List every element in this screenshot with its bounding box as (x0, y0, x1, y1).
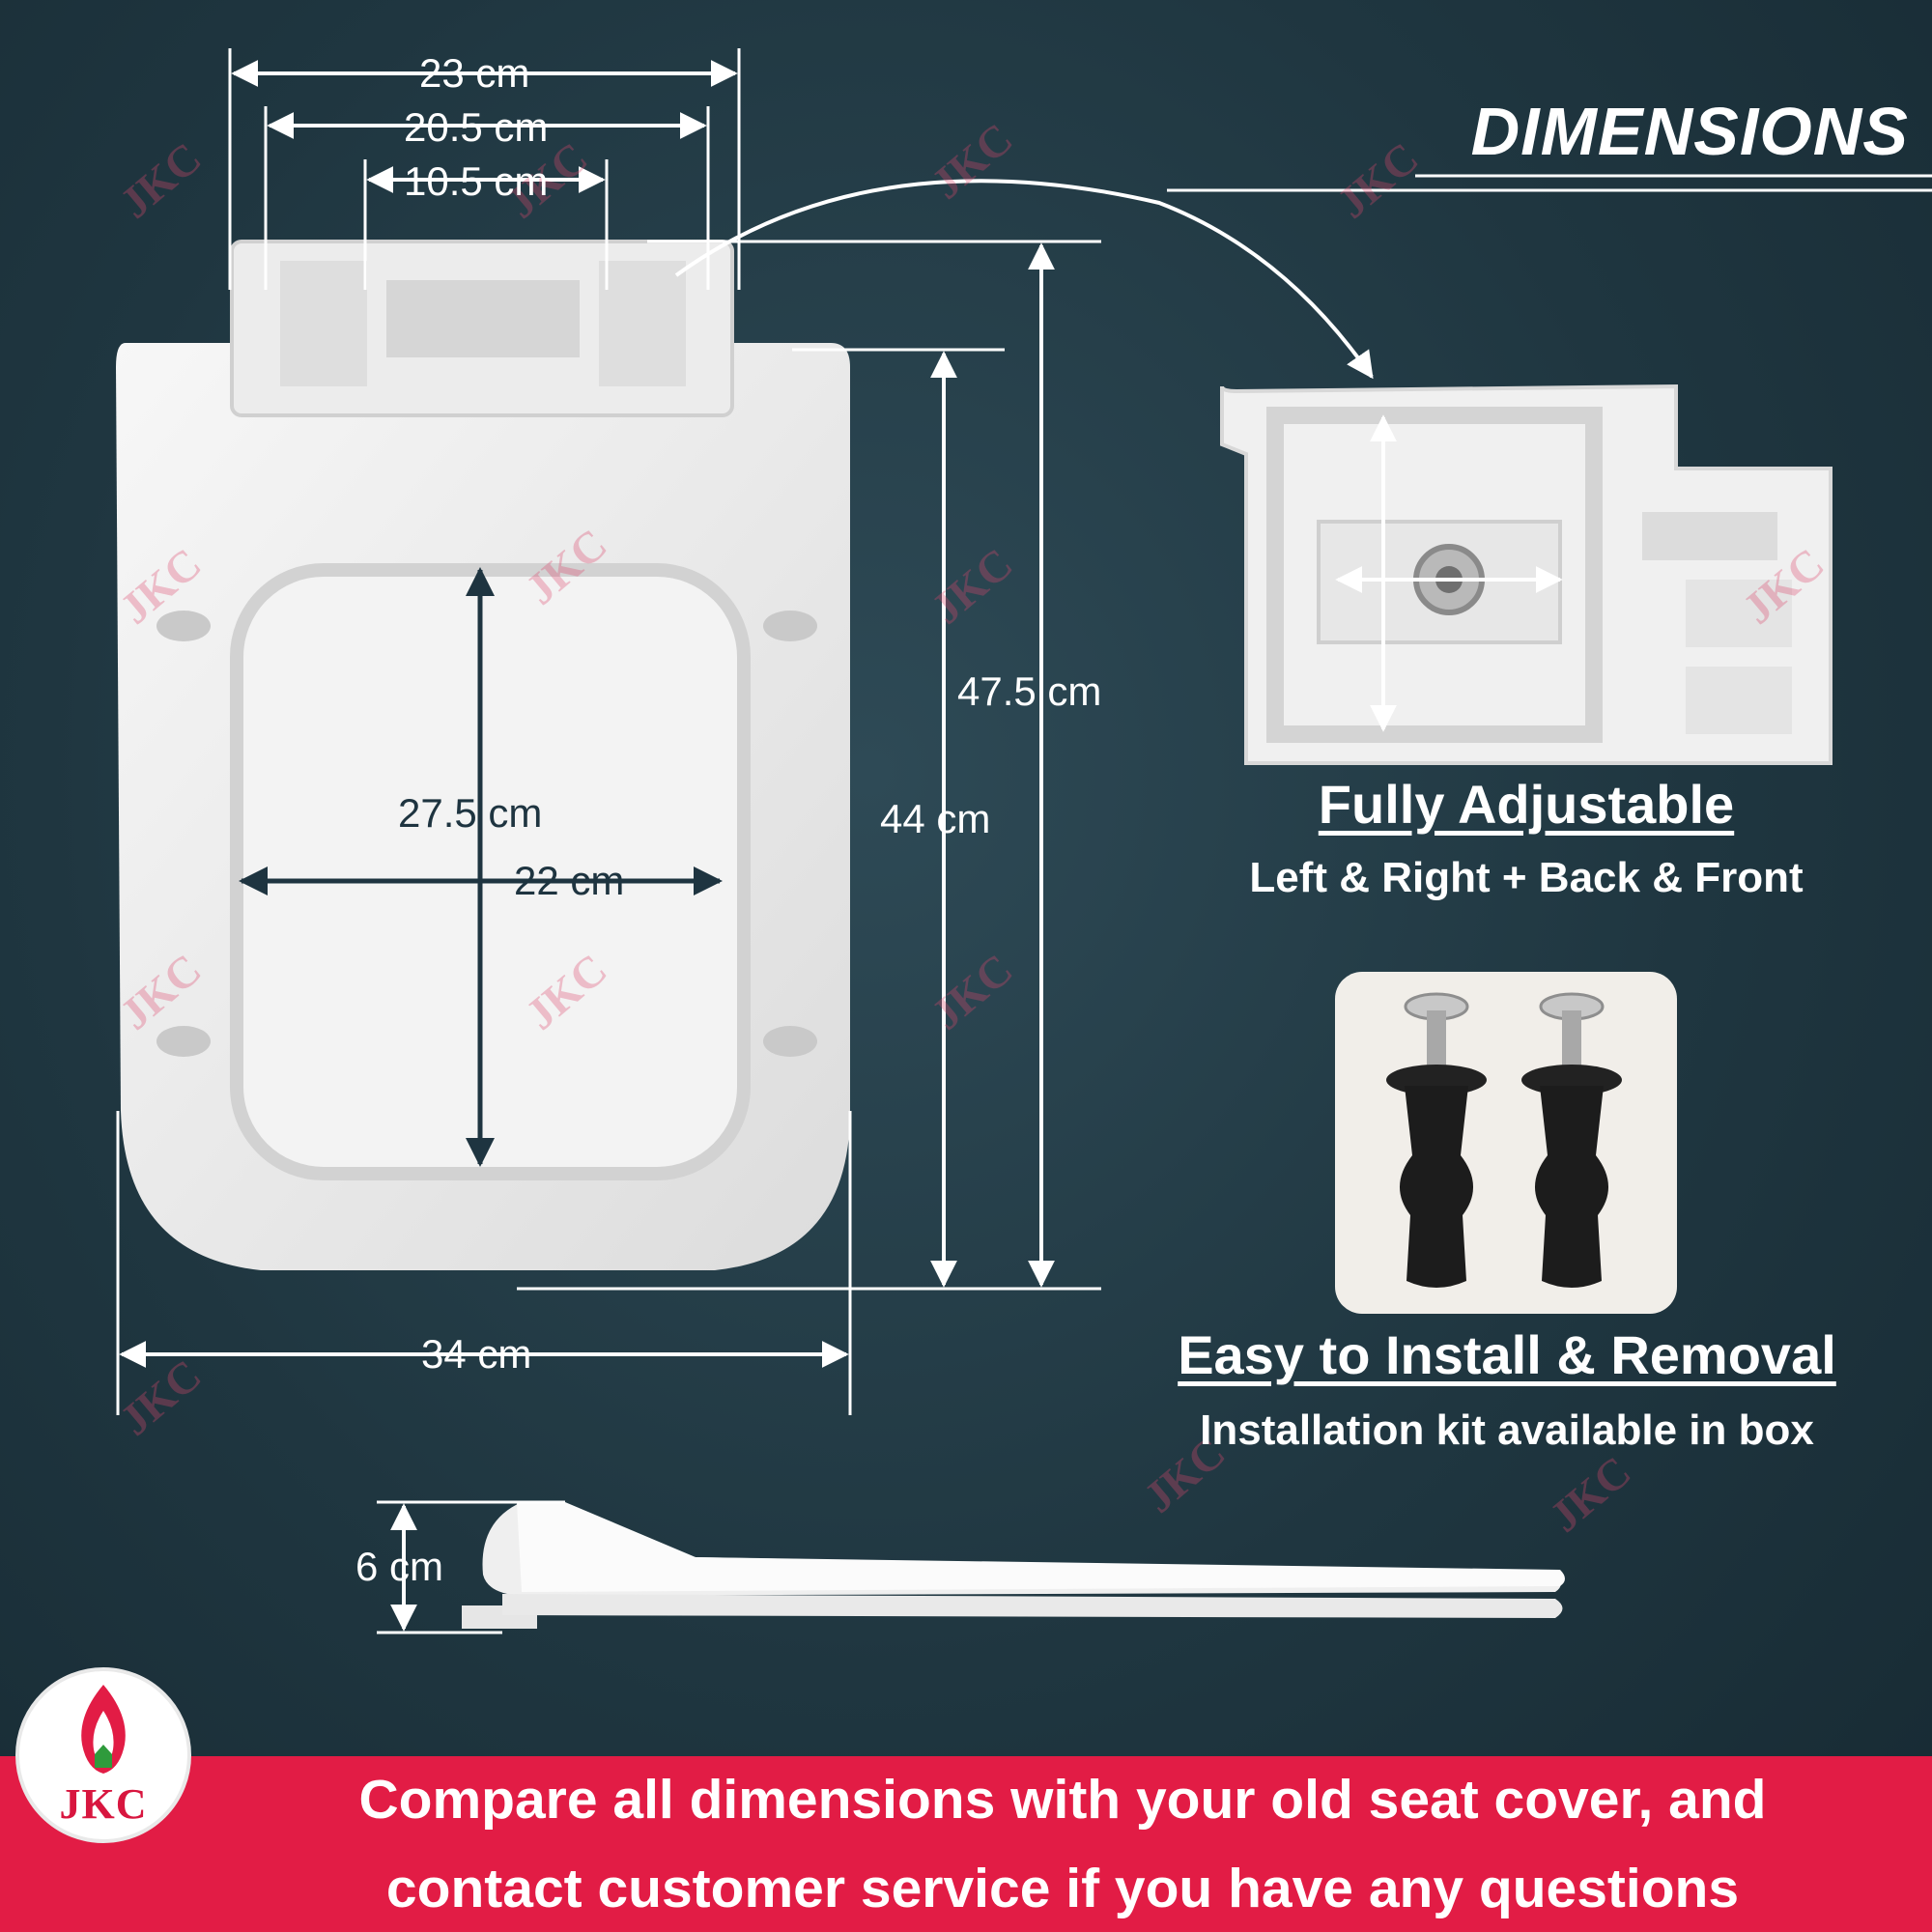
hinge-inner-width-label: 10.5 cm (404, 158, 549, 204)
screw-anchor-icon (1386, 992, 1622, 1288)
hinge-mid-width-label: 20.5 cm (404, 104, 549, 150)
seat-width-label: 34 cm (421, 1331, 532, 1377)
adjustable-heading: Fully Adjustable (1318, 774, 1735, 835)
install-heading: Easy to Install & Removal (1178, 1324, 1836, 1385)
hinge-plate (1220, 384, 1833, 765)
total-length-label: 47.5 cm (957, 668, 1102, 714)
adjustable-subheading: Left & Right + Back & Front (1249, 854, 1804, 901)
hinge-outer-width-label: 23 cm (419, 50, 530, 96)
seat-length-label: 44 cm (880, 796, 991, 841)
install-subheading: Installation kit available in box (1200, 1406, 1814, 1454)
banner-line-1: Compare all dimensions with your old sea… (358, 1769, 1767, 1831)
opening-width-label: 22 cm (514, 858, 625, 903)
bumper (156, 1026, 211, 1057)
seat-opening (230, 563, 751, 1180)
info-banner: Compare all dimensions with your old sea… (0, 1756, 1932, 1932)
brand-logo: JKC (15, 1667, 191, 1843)
thickness-label: 6 cm (355, 1544, 444, 1589)
installation-kit-image (1335, 972, 1677, 1314)
opening-length-label: 27.5 cm (398, 790, 543, 836)
side-profile (377, 1500, 1565, 1634)
bumper (763, 611, 817, 641)
bumper (156, 611, 211, 641)
bumper (763, 1026, 817, 1057)
flame-house-icon (81, 1685, 126, 1774)
banner-line-2: contact customer service if you have any… (385, 1858, 1740, 1919)
logo-text: JKC (59, 1780, 148, 1828)
page-title: DIMENSIONS (1470, 94, 1909, 169)
